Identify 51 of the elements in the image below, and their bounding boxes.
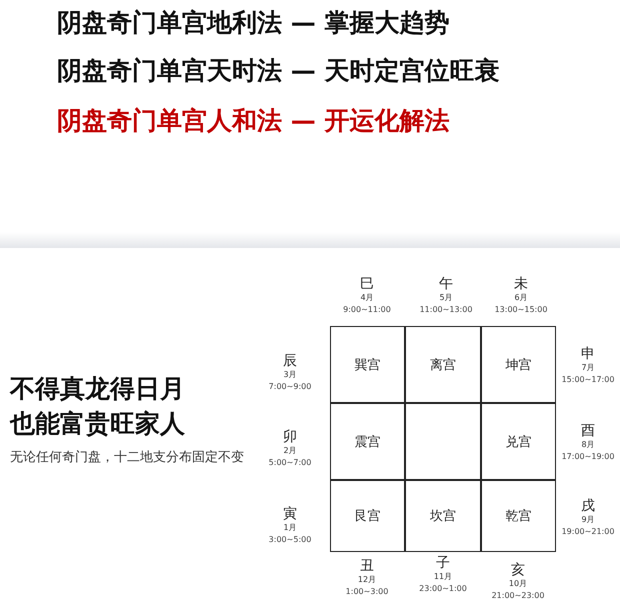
time-range-label: 21:00~23:00 xyxy=(492,592,544,600)
month-label: 7月 xyxy=(581,364,595,372)
time-range-label: 17:00~19:00 xyxy=(562,453,614,461)
branch-label: 申 xyxy=(581,347,595,361)
time-range-label: 9:00~11:00 xyxy=(343,306,391,314)
palace-cell xyxy=(405,403,481,480)
palace-cell: 艮宫 xyxy=(330,480,405,552)
branch-label: 戌 xyxy=(581,499,595,513)
branch-label: 午 xyxy=(439,277,453,291)
palace-cell: 坤宫 xyxy=(481,326,556,403)
month-label: 10月 xyxy=(508,580,528,588)
month-label: 9月 xyxy=(581,516,595,524)
heading-text: 阴盘奇门单宫地利法 — 掌握大趋势 xyxy=(57,10,450,35)
palace-cell: 巽宫 xyxy=(330,326,405,403)
heading-text: 阴盘奇门单宫天时法 — 天时定宫位旺衰 xyxy=(57,58,500,83)
branch-label: 未 xyxy=(514,277,528,291)
palace-cell: 坎宫 xyxy=(405,480,481,552)
slogan-text: 也能富贵旺家人 xyxy=(10,411,185,436)
time-range-label: 3:00~5:00 xyxy=(268,536,312,544)
branch-label: 辰 xyxy=(283,354,297,368)
month-label: 4月 xyxy=(360,294,374,302)
time-range-label: 5:00~7:00 xyxy=(268,459,312,467)
branch-label: 巳 xyxy=(360,277,374,291)
month-label: 3月 xyxy=(283,371,297,379)
palace-cell: 震宫 xyxy=(330,403,405,480)
time-range-label: 15:00~17:00 xyxy=(562,376,614,384)
branch-label: 酉 xyxy=(581,424,595,438)
month-label: 11月 xyxy=(434,573,452,581)
month-label: 2月 xyxy=(283,447,297,455)
month-label: 8月 xyxy=(581,441,595,449)
time-range-label: 11:00~13:00 xyxy=(420,306,472,314)
palace-cell: 乾宫 xyxy=(481,480,556,552)
palace-cell: 离宫 xyxy=(405,326,481,403)
branch-label: 亥 xyxy=(511,563,525,577)
month-label: 6月 xyxy=(514,294,528,302)
branch-label: 子 xyxy=(436,556,450,570)
time-range-label: 1:00~3:00 xyxy=(346,588,388,596)
branch-label: 丑 xyxy=(360,559,374,573)
slogan-text: 不得真龙得日月 xyxy=(10,376,185,401)
month-label: 12月 xyxy=(358,576,376,584)
branch-label: 寅 xyxy=(283,507,297,521)
time-range-label: 19:00~21:00 xyxy=(562,528,614,536)
month-label: 1月 xyxy=(283,524,297,532)
time-range-label: 7:00~9:00 xyxy=(268,383,312,391)
palace-cell: 兑宫 xyxy=(481,403,556,480)
section-band xyxy=(0,232,620,248)
branch-label: 卯 xyxy=(283,430,297,444)
time-range-label: 23:00~1:00 xyxy=(419,585,467,593)
time-range-label: 13:00~15:00 xyxy=(494,306,548,314)
subtitle-text: 无论任何奇门盘，十二地支分布固定不变 xyxy=(10,451,244,464)
month-label: 5月 xyxy=(439,294,453,302)
